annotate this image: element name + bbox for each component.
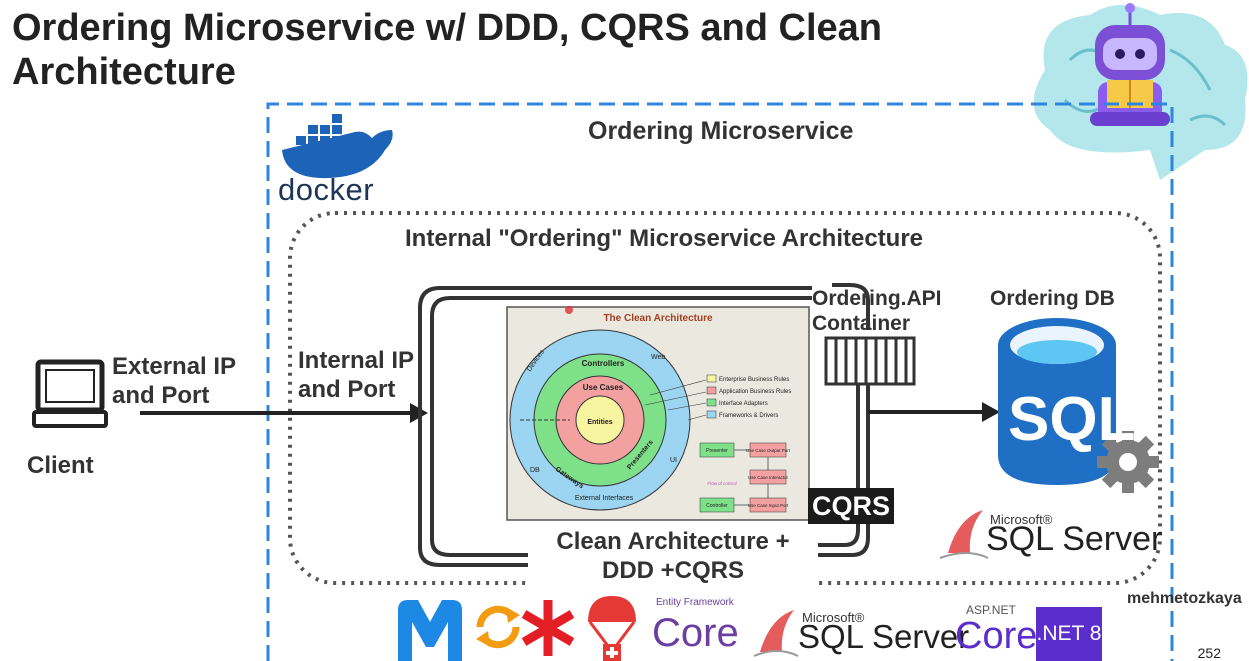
mediatr-logo-icon (398, 600, 462, 661)
microservice-label: Ordering Microservice (588, 117, 854, 145)
docker-label: docker (278, 172, 375, 207)
asterisk-logo-icon (521, 600, 575, 656)
legend-enterprise: Enterprise Business Rules (719, 377, 789, 383)
ring-db: DB (530, 467, 540, 474)
database-label: Ordering DB (990, 287, 1115, 310)
db-vendor-small: Microsoft® (990, 512, 1053, 527)
flow-output-port: Use Case Output Port (746, 448, 791, 453)
microservice-boundary (266, 102, 1174, 661)
author-label: mehmetozkaya (1127, 590, 1242, 607)
api-container-icon (824, 336, 916, 386)
page-number: 252 (1197, 645, 1221, 661)
tech-sql-small: Microsoft® (802, 610, 865, 625)
robot-mascot-icon (1033, 3, 1248, 180)
cqrs-badge: CQRS (808, 488, 894, 524)
api-container-label: Ordering.API Container (812, 287, 942, 335)
dotnet8-logo: .NET 8 (1036, 607, 1102, 661)
ring-ui: UI (670, 457, 677, 464)
client-label: Client (27, 452, 94, 479)
sql-database-icon (998, 318, 1116, 485)
page-title: Ordering Microservice w/ DDD, CQRS and C… (12, 7, 882, 93)
sqlserver-small-logo-icon (753, 610, 799, 657)
ef-core-logo: Core (652, 611, 739, 655)
aspnet-core-logo: Core (955, 615, 1038, 657)
ring-web: Web (651, 354, 665, 361)
internal-architecture-label: Internal "Ordering" Microservice Archite… (405, 225, 924, 252)
client-laptop-icon (32, 359, 108, 428)
ring-use-cases: Use Cases (583, 383, 624, 392)
internal-architecture-boundary (288, 211, 1162, 585)
sqlserver-logo-icon (939, 510, 989, 559)
flow-controller: Controller (706, 503, 728, 509)
sql-icon-text: SQL (1008, 385, 1136, 454)
parachute-logo-icon (588, 596, 636, 661)
db-vendor-big: SQL Server (986, 520, 1163, 558)
internal-ip-label: Internal IP and Port (298, 347, 414, 403)
flow-input-port: Use Case Input Port (748, 503, 789, 508)
flow-of-control: Flow of control (707, 481, 736, 486)
refresh-logo-icon (476, 605, 520, 649)
docker-whale-icon (282, 114, 393, 179)
external-ip-label: External IP and Port (112, 353, 236, 409)
clean-arch-title: The Clean Architecture (603, 313, 713, 324)
legend-frameworks: Frameworks & Drivers (719, 413, 778, 419)
clean-architecture-caption: Clean Architecture + DDD +CQRS (528, 527, 818, 585)
ring-controllers: Controllers (582, 359, 625, 368)
ef-label: Entity Framework (656, 597, 734, 608)
ring-external-interfaces: External Interfaces (575, 495, 634, 502)
flow-interactor: Use Case Interactor (748, 475, 789, 480)
tech-sql-big: SQL Server (798, 618, 970, 655)
legend-adapters: Interface Adapters (719, 401, 768, 407)
gear-icon (1097, 431, 1159, 493)
ring-entities: Entities (587, 419, 612, 426)
legend-application: Application Business Rules (719, 389, 791, 395)
tech-logos-strip (398, 596, 636, 661)
clean-architecture-diagram: The Clean Architecture Entities Use Case… (506, 306, 810, 521)
aspnet-label: ASP.NET (966, 603, 1016, 617)
flow-presenter: Presenter (706, 448, 728, 454)
